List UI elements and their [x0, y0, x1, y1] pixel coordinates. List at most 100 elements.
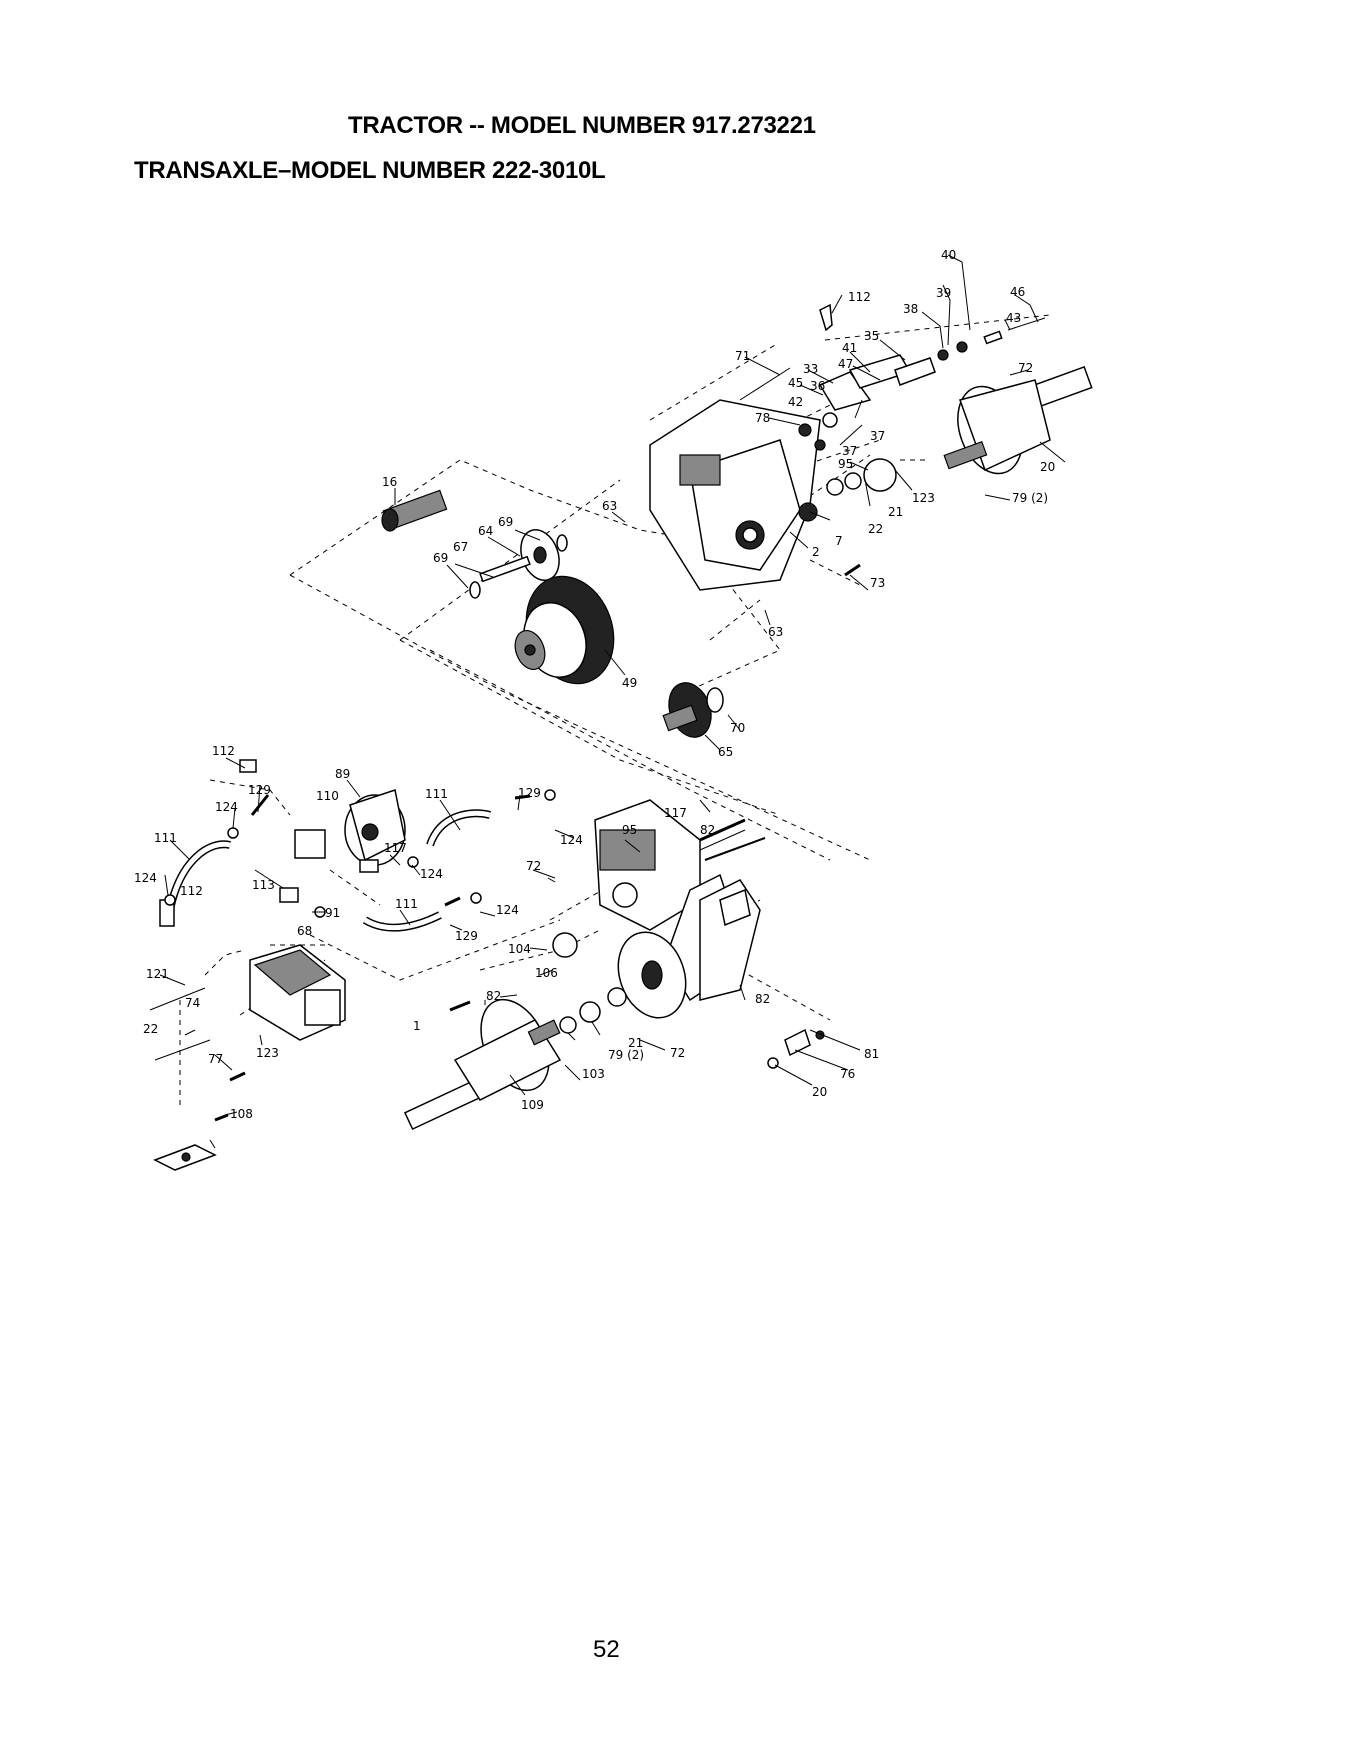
bolts [229, 563, 861, 1082]
callout-113: 113 [252, 878, 275, 892]
callout-79-low: 72 [670, 1046, 685, 1060]
callout-77: 76 [840, 1067, 855, 1081]
callout-69-a: 69 [498, 515, 513, 529]
callout-20-low: 109 [521, 1098, 544, 1112]
callout-124-c: 124 [420, 867, 443, 881]
callout-76: 20 [812, 1085, 827, 1099]
callout-117-b: 117 [384, 841, 407, 855]
callout-47: 47 [838, 357, 853, 371]
callout-112-top: 112 [848, 290, 871, 304]
callout-117-a: 117 [664, 806, 687, 820]
callout-111-c: 111 [395, 897, 418, 911]
callout-124-a: 124 [215, 800, 238, 814]
callout-124-b: 124 [560, 833, 583, 847]
page-subtitle: TRANSAXLE–MODEL NUMBER 222-3010L [134, 157, 606, 184]
callout-70: 70 [730, 721, 745, 735]
callout-129-c: 129 [455, 929, 478, 943]
callout-71: 71 [735, 349, 750, 363]
callout-46: 46 [1010, 285, 1025, 299]
callout-82-b: 22 [143, 1022, 158, 1036]
callout-36: 36 [810, 379, 825, 393]
callout-40: 40 [941, 248, 956, 262]
leader-lines [159, 254, 1066, 1149]
callout-45: 45 [788, 376, 803, 390]
callout-63-mid: 63 [768, 625, 783, 639]
callout-106: 82 [486, 989, 501, 1003]
callout-21-low: 79 (2) [608, 1048, 644, 1062]
callout-7-top: 7 [835, 534, 843, 548]
shift-lever [767, 1028, 825, 1069]
callout-72-low: 123 [256, 1046, 279, 1060]
callout-22-low: 21 [628, 1036, 643, 1050]
callout-111-b: 111 [154, 831, 177, 845]
callout-72-mid: 72 [526, 859, 541, 873]
bracket-108 [153, 1113, 229, 1171]
pump-block-left [149, 944, 346, 1061]
callout-129-b: 129 [518, 786, 541, 800]
callout-72-top: 72 [1018, 361, 1033, 375]
pump-block-center [552, 799, 746, 958]
callout-123-top: 123 [912, 491, 935, 505]
callout-129-a: 129 [248, 783, 271, 797]
differential-49 [514, 575, 615, 685]
callout-35: 35 [864, 329, 879, 343]
callout-42: 42 [788, 395, 803, 409]
callout-63-top: 63 [602, 499, 617, 513]
page-number: 52 [593, 1636, 620, 1663]
callout-95-mid: 95 [622, 823, 637, 837]
callout-110: 110 [316, 789, 339, 803]
callout-121: 74 [185, 996, 200, 1010]
callout-37-b: 37 [842, 444, 857, 458]
callout-124-d: 124 [134, 871, 157, 885]
callout-22-top: 22 [868, 522, 883, 536]
callout-103: 81 [864, 1047, 879, 1061]
callout-78: 78 [755, 411, 770, 425]
callout-74: 1 [413, 1019, 421, 1033]
callout-67: 67 [453, 540, 468, 554]
callout-20-top: 20 [1040, 460, 1055, 474]
callout-91: 68 [297, 924, 312, 938]
lower-main-case [617, 873, 761, 1019]
callout-82-mid: 82 [700, 823, 715, 837]
callout-73: 73 [870, 576, 885, 590]
callout-65: 65 [718, 745, 733, 759]
gear-65 [662, 682, 724, 738]
callout-95-top: 95 [838, 457, 853, 471]
lower-axle-housing [403, 987, 627, 1131]
callout-33: 33 [803, 362, 818, 376]
callout-124-f: 91 [325, 906, 340, 920]
callout-89: 89 [335, 767, 350, 781]
callout-21-top: 21 [888, 505, 903, 519]
callout-16: 16 [382, 475, 397, 489]
callout-82-a: 121 [146, 967, 169, 981]
oil-filter [344, 789, 406, 866]
callout-38: 38 [903, 302, 918, 316]
callout-112-c: 112 [180, 884, 203, 898]
callout-64: 64 [478, 524, 493, 538]
shift-linkage [739, 303, 1046, 522]
hose-low-inner [363, 912, 442, 931]
callout-labels: 112 40 46 39 38 43 35 71 41 33 47 45 36 … [134, 248, 1055, 1121]
part-shapes [149, 254, 1093, 1171]
callout-81: 77 [208, 1052, 223, 1066]
callout-112-left: 112 [212, 744, 235, 758]
gear-64 [469, 529, 568, 599]
hose-left-inner [167, 841, 231, 911]
callout-49: 49 [622, 676, 637, 690]
callout-41: 41 [842, 341, 857, 355]
hose-mid-inner [427, 810, 491, 846]
upper-axle-housing [943, 365, 1093, 475]
callout-123-low: 103 [582, 1067, 605, 1081]
callout-124-e: 124 [496, 903, 519, 917]
callout-104: 106 [535, 966, 558, 980]
input-shaft [381, 489, 448, 532]
upper-main-case [649, 399, 821, 591]
callout-39: 39 [936, 286, 951, 300]
callout-1: 82 [755, 992, 770, 1006]
callout-2: 2 [812, 545, 820, 559]
callout-43: 43 [1006, 311, 1021, 325]
callout-79-top: 79 (2) [1012, 491, 1048, 505]
callout-69-b: 69 [433, 551, 448, 565]
callout-68: 104 [508, 942, 531, 956]
